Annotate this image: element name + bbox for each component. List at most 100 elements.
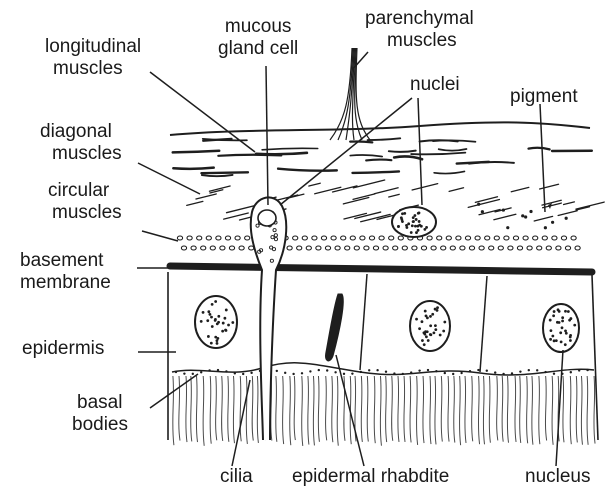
circular-fiber-section [316, 246, 321, 250]
longitudinal-fiber [173, 168, 213, 169]
cilium [459, 376, 460, 445]
chromatin [427, 339, 430, 342]
cilium [570, 376, 571, 444]
pigment-granule [524, 215, 527, 218]
diagonal-fiber [534, 216, 552, 221]
circular-fiber-section [335, 246, 340, 250]
chromatin [564, 329, 567, 332]
pigment-granule [477, 203, 480, 206]
circular-fiber-section [575, 246, 580, 250]
cilium [515, 376, 516, 442]
cilium [283, 376, 284, 444]
chromatin [559, 331, 562, 334]
circular-fiber-section [571, 236, 576, 240]
basement-membrane [170, 266, 592, 272]
basal-body [360, 371, 362, 373]
circular-fiber-section [216, 236, 221, 240]
circular-fiber-section [393, 246, 398, 250]
circular-fiber-section [441, 246, 446, 250]
circular-fiber-section [412, 246, 417, 250]
basal-body [528, 369, 530, 371]
cilium [196, 376, 197, 442]
chromatin [214, 300, 217, 303]
cilium [228, 376, 229, 442]
pigment-granule [565, 217, 568, 220]
cilium [318, 376, 319, 442]
circular-fiber-section [321, 236, 326, 240]
circular-fiber-section [427, 236, 432, 240]
cilium [257, 376, 258, 443]
chromatin [415, 231, 418, 234]
chromatin [561, 326, 564, 329]
circular-fiber-section [437, 236, 442, 240]
circular-fiber-section [537, 246, 542, 250]
chromatin [421, 320, 424, 323]
label-nuclei: nuclei [410, 74, 460, 96]
chromatin [439, 334, 442, 337]
leader-circular-muscles [142, 231, 178, 241]
circular-fiber-section [373, 246, 378, 250]
circular-fiber-section [229, 246, 234, 250]
basal-body [376, 369, 378, 371]
chromatin [415, 218, 418, 221]
circular-fiber-section [177, 236, 182, 240]
chromatin [214, 336, 217, 339]
circular-fiber-section [297, 246, 302, 250]
diagonal-fiber [196, 194, 216, 199]
circular-fiber-section [546, 246, 551, 250]
cilium [222, 376, 223, 441]
epidermal-nucleus-1 [195, 296, 237, 348]
circular-fiber-section [220, 246, 225, 250]
diagonal-fiber [449, 188, 463, 192]
chromatin [210, 342, 213, 345]
chromatin [406, 226, 409, 229]
longitudinal-fiber [201, 172, 248, 173]
cilium [563, 376, 564, 442]
basal-body [318, 369, 320, 371]
circular-fiber-section [469, 246, 474, 250]
label-nucleus: nucleus [525, 466, 591, 488]
leader-mucous-gland-cell [266, 66, 268, 205]
diagonal-fiber [576, 202, 604, 209]
circular-fiber-section [460, 246, 465, 250]
basal-body [276, 370, 278, 372]
label-parenchymal-muscles: parenchymal muscles [365, 8, 474, 52]
chromatin [429, 333, 432, 336]
circular-fiber-section [450, 246, 455, 250]
diagonal-fiber [309, 183, 320, 186]
label-pigment: pigment [510, 86, 578, 108]
parenchymal-fiber [330, 48, 352, 140]
cilium [520, 376, 521, 443]
basal-body [250, 372, 252, 374]
chromatin [426, 316, 429, 319]
chromatin [436, 309, 439, 312]
pigment-granule [506, 226, 509, 229]
basal-body [309, 370, 311, 372]
cilium [410, 376, 411, 442]
chromatin [411, 224, 414, 227]
longitudinal-fiber [366, 160, 391, 161]
chromatin [216, 342, 219, 345]
pigment-granule [551, 221, 554, 224]
chromatin [552, 314, 555, 317]
cilium [367, 376, 368, 442]
circular-fiber-section [383, 246, 388, 250]
chromatin [434, 324, 437, 327]
circular-fiber-section [398, 236, 403, 240]
cilium [386, 376, 387, 442]
circular-fiber-section [523, 236, 528, 240]
basal-body [578, 369, 580, 371]
cilium [216, 376, 217, 440]
cilium [430, 376, 431, 444]
chromatin [434, 328, 437, 331]
leader-pigment [540, 104, 545, 212]
cilium [502, 376, 503, 442]
chromatin [223, 317, 226, 320]
cilium [294, 376, 295, 440]
basal-body [494, 371, 496, 373]
chromatin [400, 216, 403, 219]
circular-fiber-section [565, 246, 570, 250]
chromatin [429, 324, 432, 327]
cilium [423, 376, 424, 443]
chromatin [414, 214, 417, 217]
